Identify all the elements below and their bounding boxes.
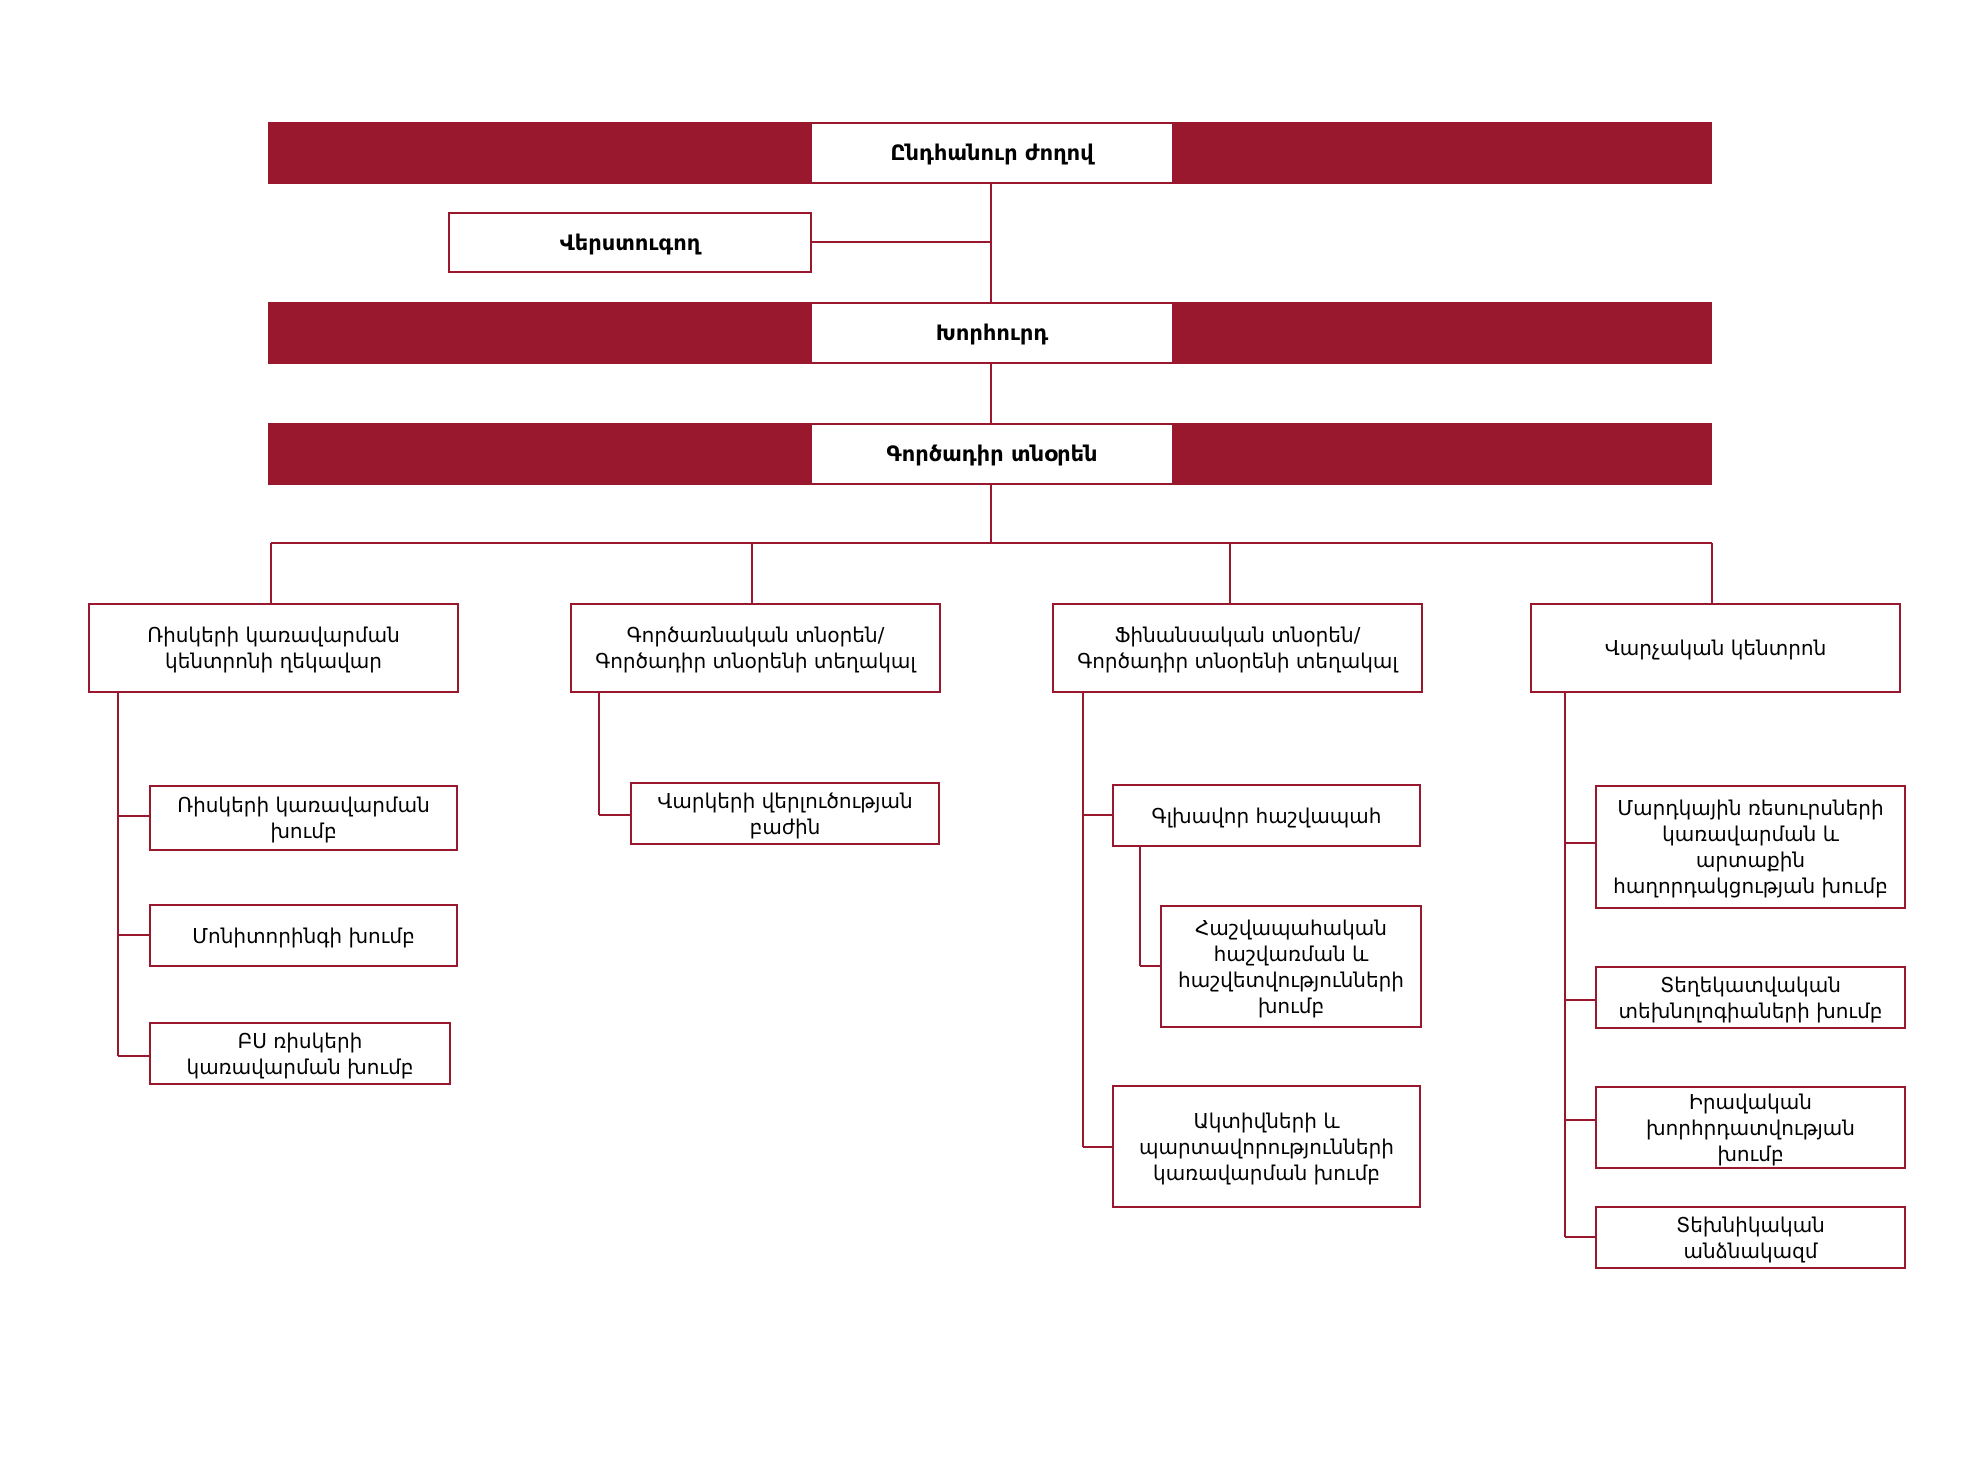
monitoring-group: Մոնիտորինգի խումբ <box>149 904 458 967</box>
accounting-reporting-group-label: Հաշվապահական հաշվառման և հաշվետվությունն… <box>1178 915 1404 1018</box>
branch-risk-head-label: Ռիսկերի կառավարման կենտրոնի ղեկավար <box>147 623 400 673</box>
branch-finance-head-label: Ֆինանսական տնօրեն/ Գործադիր տնօրենի տեղա… <box>1077 623 1398 673</box>
technical-staff-label: Տեխնիկական անձնակազմ <box>1676 1212 1825 1263</box>
general-meeting-label: Ընդհանուր ժողով <box>890 141 1094 165</box>
asset-liability-group-label: Ակտիվների և պարտավորությունների կառավարմ… <box>1139 1108 1394 1185</box>
auditor-label: Վերստուգող <box>559 230 701 255</box>
branch-risk-head: Ռիսկերի կառավարման կենտրոնի ղեկավար <box>88 603 459 693</box>
legal-advisory-group: Իրավական խորհրդատվության խումբ <box>1595 1086 1906 1169</box>
technical-staff: Տեխնիկական անձնակազմ <box>1595 1206 1906 1269</box>
auditor-box: Վերստուգող <box>448 212 812 273</box>
asset-liability-group: Ակտիվների և պարտավորությունների կառավարմ… <box>1112 1085 1421 1208</box>
risk-management-group-label: Ռիսկերի կառավարման խումբ <box>177 793 430 843</box>
legal-advisory-group-label: Իրավական խորհրդատվության խումբ <box>1646 1089 1855 1166</box>
branch-operations-head: Գործառնական տնօրեն/ Գործադիր տնօրենի տեղ… <box>570 603 941 693</box>
branch-finance-head: Ֆինանսական տնօրեն/ Գործադիր տնօրենի տեղա… <box>1052 603 1423 693</box>
it-risk-group: ԲՍ ռիսկերի կառավարման խումբ <box>149 1022 451 1085</box>
it-group: Տեղեկատվական տեխնոլոգիաների խումբ <box>1595 966 1906 1029</box>
branch-admin-head-label: Վարչական կենտրոն <box>1604 636 1827 660</box>
monitoring-group-label: Մոնիտորինգի խումբ <box>192 923 415 948</box>
hr-communication-group-label: Մարդկային ռեսուրսների կառավարման և արտաք… <box>1613 796 1888 898</box>
chief-accountant-label: Գլխավոր հաշվապահ <box>1151 803 1382 828</box>
branch-admin-head: Վարչական կենտրոն <box>1530 603 1901 693</box>
ceo-label: Գործադիր տնօրեն <box>886 442 1098 466</box>
general-meeting-box: Ընդհանուր ժողով <box>810 122 1174 184</box>
hr-communication-group: Մարդկային ռեսուրսների կառավարման և արտաք… <box>1595 785 1906 909</box>
ceo-box: Գործադիր տնօրեն <box>810 423 1174 485</box>
board-box: Խորհուրդ <box>810 302 1174 364</box>
board-label: Խորհուրդ <box>935 321 1049 345</box>
branch-operations-head-label: Գործառնական տնօրեն/ Գործադիր տնօրենի տեղ… <box>595 623 916 673</box>
risk-management-group: Ռիսկերի կառավարման խումբ <box>149 785 458 851</box>
chief-accountant: Գլխավոր հաշվապահ <box>1112 784 1421 847</box>
loan-analysis-department-label: Վարկերի վերլուծության բաժին <box>657 788 913 839</box>
loan-analysis-department: Վարկերի վերլուծության բաժին <box>630 782 940 845</box>
accounting-reporting-group: Հաշվապահական հաշվառման և հաշվետվությունն… <box>1160 905 1422 1028</box>
it-risk-group-label: ԲՍ ռիսկերի կառավարման խումբ <box>186 1028 414 1079</box>
it-group-label: Տեղեկատվական տեխնոլոգիաների խումբ <box>1618 972 1883 1023</box>
